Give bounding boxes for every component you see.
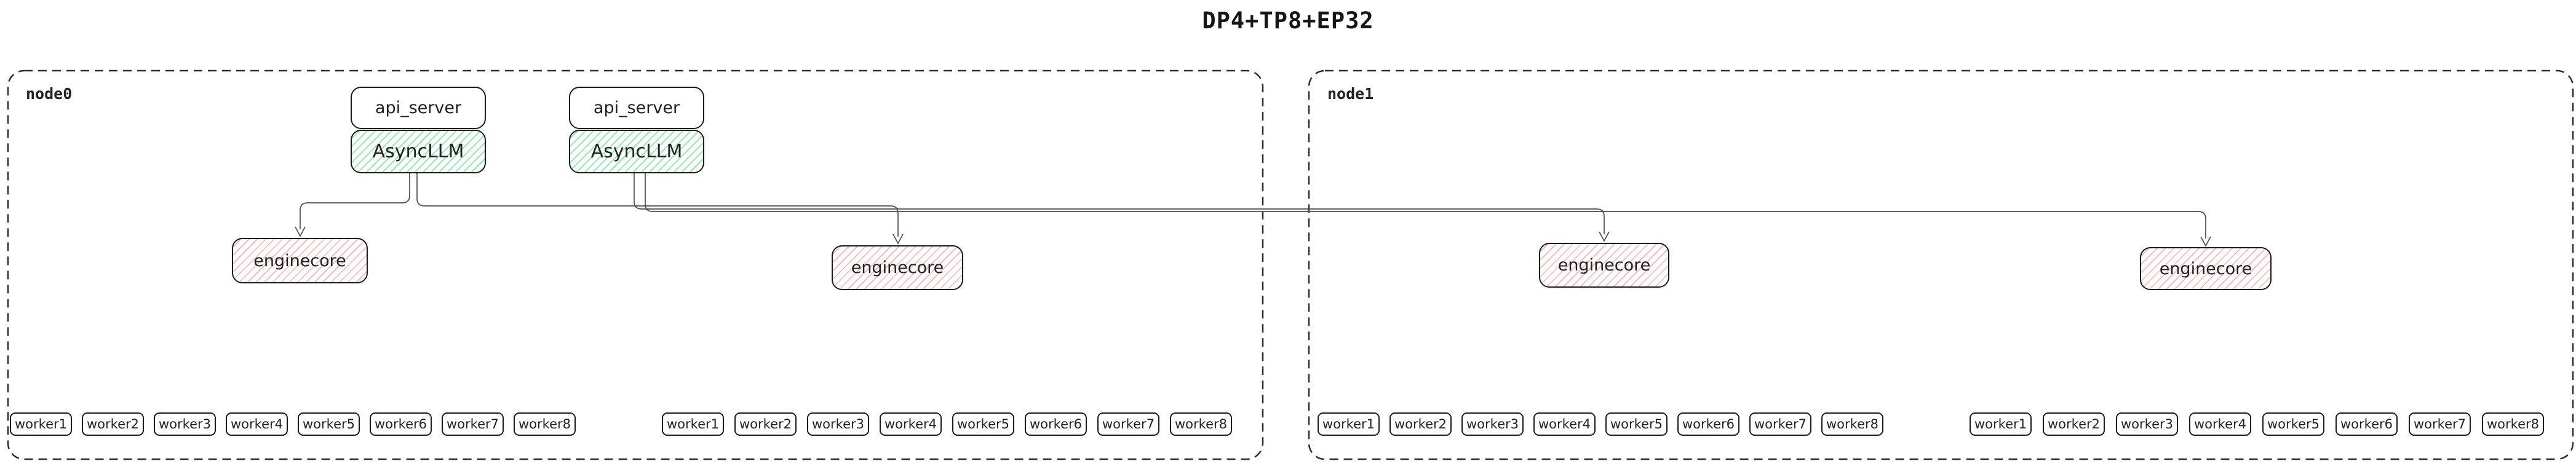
edge-node0-asyncllm-1-to-node0-enginecore-1 (300, 173, 410, 229)
node0-group2-worker-box-6: worker6 (1025, 412, 1087, 436)
node0-label: node0 (26, 85, 73, 103)
node1-group1-worker-box-4: worker4 (1533, 412, 1596, 436)
node0-group1-worker-box-1: worker1 (10, 412, 72, 436)
node1-group1-worker-box-7: worker7 (1749, 412, 1811, 436)
edge-node0-asyncllm-2-to-node1-enginecore-1 (634, 173, 1605, 234)
node0-group2-worker-box-3: worker3 (807, 412, 869, 436)
node1-enginecore-box-1: enginecore (1539, 243, 1669, 288)
node0-group2-worker-box-5: worker5 (952, 412, 1014, 436)
node1-group1-worker-box-8: worker8 (1821, 412, 1883, 436)
node1-group1-worker-box-3: worker3 (1461, 412, 1524, 436)
arrowhead-node0-enginecore-2 (892, 234, 904, 245)
node0-group2-worker-box-7: worker7 (1097, 412, 1159, 436)
node0-enginecore-box-1: enginecore (232, 238, 368, 283)
node1-group2-worker-box-8: worker8 (2482, 412, 2544, 436)
node0-group1-worker-box-8: worker8 (514, 412, 576, 436)
node0-enginecore-box-2: enginecore (832, 245, 963, 290)
node0-group1-worker-box-6: worker6 (370, 412, 432, 436)
node1-group1-worker-box-5: worker5 (1605, 412, 1668, 436)
node1-group2-worker-box-3: worker3 (2116, 412, 2178, 436)
node0-container (7, 69, 1264, 460)
node1-group2-worker-box-5: worker5 (2262, 412, 2324, 436)
node0-group2-worker-box-8: worker8 (1170, 412, 1232, 436)
node0-api-server-box-2: api_server (569, 87, 704, 129)
node1-group1-worker-box-2: worker2 (1389, 412, 1452, 436)
node1-enginecore-box-2: enginecore (2140, 247, 2272, 290)
edge-node0-asyncllm-1-to-node0-enginecore-2 (416, 173, 899, 237)
arrowhead-node1-enginecore-1 (1599, 231, 1610, 242)
node1-container (1308, 69, 2574, 460)
node0-group1-worker-box-4: worker4 (226, 412, 288, 436)
node1-group2-worker-box-1: worker1 (1970, 412, 2032, 436)
node0-api-server-box-1: api_server (351, 87, 486, 129)
node1-group2-worker-box-4: worker4 (2189, 412, 2251, 436)
node0-group1-worker-box-5: worker5 (298, 412, 360, 436)
node1-label: node1 (1327, 85, 1374, 103)
node0-group2-worker-box-4: worker4 (880, 412, 942, 436)
node1-group2-worker-box-7: worker7 (2409, 412, 2471, 436)
node0-asyncllm-box-1: AsyncLLM (351, 130, 486, 173)
node0-group2-worker-box-2: worker2 (734, 412, 797, 436)
node0-asyncllm-box-2: AsyncLLM (569, 130, 704, 173)
node1-group2-worker-box-6: worker6 (2335, 412, 2398, 436)
diagram-title: DP4+TP8+EP32 (1202, 7, 1374, 34)
node0-group1-worker-box-3: worker3 (154, 412, 216, 436)
arrowhead-node1-enginecore-2 (2200, 236, 2211, 247)
node1-group1-worker-box-6: worker6 (1677, 412, 1739, 436)
node0-group1-worker-box-2: worker2 (82, 412, 144, 436)
edge-node0-asyncllm-2-to-node1-enginecore-2 (645, 173, 2206, 238)
node0-group1-worker-box-7: worker7 (442, 412, 504, 436)
arrowhead-node0-enginecore-1 (295, 226, 306, 237)
node0-group2-worker-box-1: worker1 (662, 412, 724, 436)
node1-group2-worker-box-2: worker2 (2043, 412, 2105, 436)
node1-group1-worker-box-1: worker1 (1318, 412, 1380, 436)
